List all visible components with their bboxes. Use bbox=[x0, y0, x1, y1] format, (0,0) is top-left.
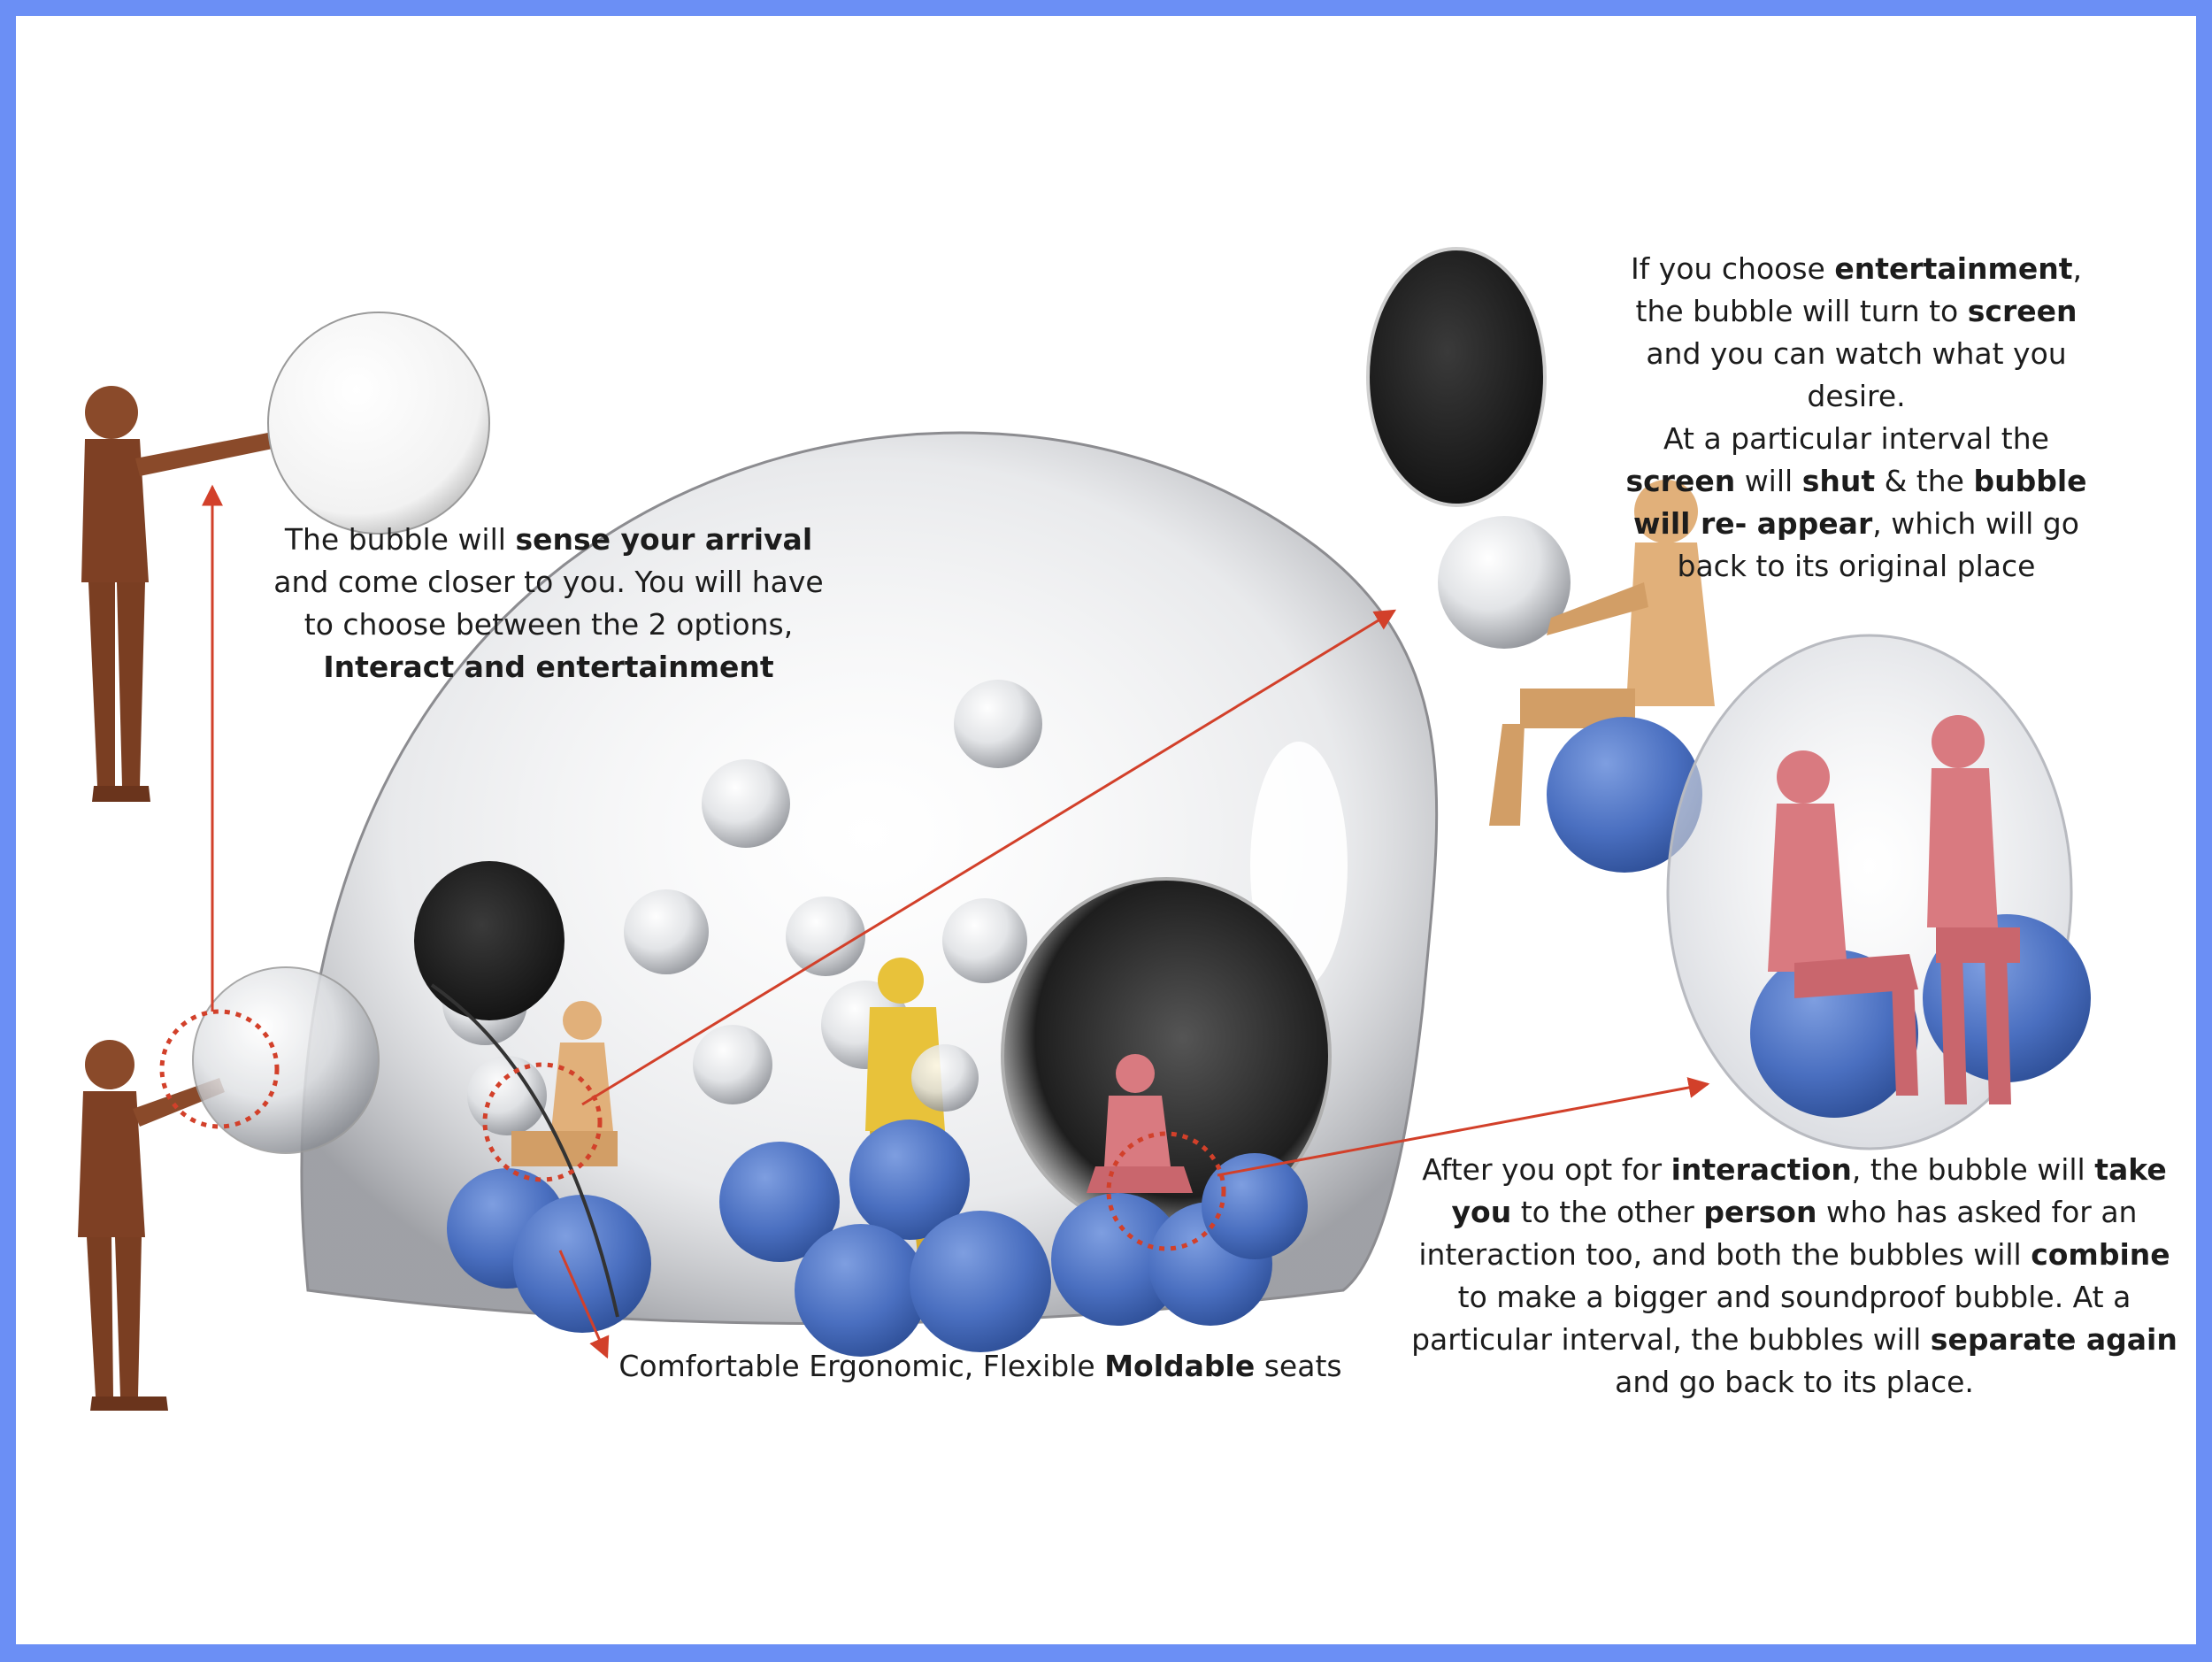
caption-line: Interact and entertainment bbox=[323, 650, 774, 684]
person-tan-seated bbox=[1489, 480, 1715, 826]
seat bbox=[849, 1120, 970, 1240]
caption-interaction: After you opt for interaction, the bubbl… bbox=[1405, 1149, 2184, 1404]
caption-line: to make a bigger and soundproof bubble. … bbox=[1457, 1280, 2131, 1314]
person-brown-bottom bbox=[78, 1040, 225, 1411]
seat bbox=[513, 1195, 651, 1333]
diagram-canvas: The bubble will sense your arrival and c… bbox=[16, 16, 2196, 1644]
seat bbox=[1202, 1153, 1308, 1259]
caption-line: and come closer to you. You will have bbox=[273, 565, 824, 599]
screen-disc bbox=[414, 861, 565, 1020]
seat-top-right bbox=[1547, 717, 1702, 873]
caption-line: to choose between the 2 options, bbox=[303, 607, 794, 642]
caption-line: After you opt for interaction, the bubbl… bbox=[1422, 1152, 2167, 1187]
floating-bubble bbox=[786, 896, 865, 976]
approaching-bubble bbox=[192, 966, 380, 1154]
floating-bubble bbox=[624, 889, 709, 974]
floating-bubbles bbox=[442, 680, 1042, 1135]
arrow-seats bbox=[558, 1250, 610, 1359]
caption-line: screen will shut & the bubble bbox=[1625, 464, 2087, 498]
highlight-circle bbox=[159, 1009, 280, 1129]
seat bbox=[910, 1211, 1051, 1352]
seat bbox=[1051, 1193, 1184, 1326]
caption-entertainment: If you choose entertainment, the bubble … bbox=[1582, 248, 2131, 588]
caption-line: you to the other person who has asked fo… bbox=[1451, 1195, 2138, 1229]
highlight-markers bbox=[159, 1009, 1226, 1251]
caption-line: particular interval, the bubbles will se… bbox=[1411, 1322, 2177, 1357]
screen-disc-top bbox=[1366, 247, 1547, 507]
caption-line: interaction too, and both the bubbles wi… bbox=[1418, 1237, 2170, 1272]
caption-line: the bubble will turn to screen bbox=[1635, 294, 2078, 328]
caption-line: If you choose entertainment, bbox=[1630, 251, 2083, 286]
floating-bubble bbox=[954, 680, 1042, 768]
concept-illustration bbox=[78, 247, 2091, 1411]
highlight-circle bbox=[482, 1062, 603, 1182]
arrow-interaction bbox=[1217, 1077, 1710, 1177]
seat-group bbox=[447, 1120, 1308, 1357]
caption-line: and go back to its place. bbox=[1615, 1365, 1974, 1399]
floating-bubble bbox=[942, 898, 1027, 983]
person-brown-top bbox=[81, 386, 277, 802]
person-tan-inside bbox=[511, 1001, 618, 1166]
caption-line: and you can watch what you bbox=[1646, 336, 2067, 371]
connector-arrows bbox=[202, 484, 1710, 1359]
caption-line: The bubble will sense your arrival bbox=[284, 522, 813, 557]
seat bbox=[719, 1142, 840, 1262]
entertainment-bubble bbox=[1438, 516, 1571, 649]
floating-bubble bbox=[693, 1025, 772, 1104]
highlight-circle bbox=[1106, 1131, 1226, 1251]
caption-arrival: The bubble will sense your arrival and c… bbox=[239, 519, 858, 689]
arrow-entertainment bbox=[581, 609, 1397, 1106]
caption-seats: Comfortable Ergonomic, Flexible Moldable… bbox=[618, 1349, 1342, 1383]
caption-line: back to its original place bbox=[1677, 549, 2036, 583]
caption-line: desire. bbox=[1807, 379, 1906, 413]
caption-line: At a particular interval the bbox=[1663, 421, 2049, 456]
combined-bubble bbox=[1666, 634, 2091, 1150]
floating-bubble bbox=[702, 759, 790, 848]
white-bubble-top bbox=[267, 312, 490, 535]
caption-line: will re- appear, which will go bbox=[1633, 506, 2079, 541]
seat bbox=[795, 1224, 927, 1357]
